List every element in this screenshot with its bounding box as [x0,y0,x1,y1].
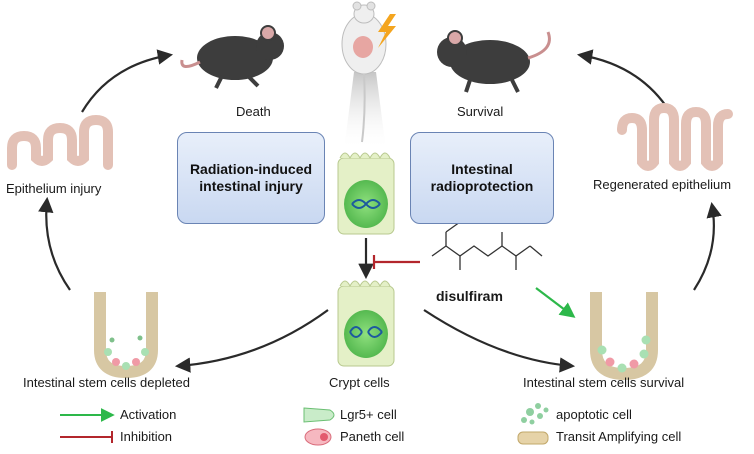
epithelium-injury-label: Epithelium injury [6,181,102,196]
regenerated-epithelium-label: Regenerated epithelium [593,177,732,192]
legend-apoptotic-label: apoptotic cell [556,407,632,422]
activation-arrow [535,287,576,318]
crypt-cells-label: Crypt cells [329,375,390,390]
molecule-icon [431,221,543,270]
irradiated-mouse [341,1,387,150]
paneth-cell-icon [304,428,332,446]
legend-transit-label: Transit Amplifying cell [556,429,682,444]
legend-activation-label: Activation [120,407,177,422]
legend-lgr5-label: Lgr5+ cell [340,407,397,422]
arrow-survival-to-regenerated [693,201,722,291]
crypt-cell [337,280,395,367]
box-left-line1: Radiation-induced [189,161,313,177]
transit-amplifying-cell-icon [517,431,549,445]
lgr5-cell-icon [303,407,335,423]
survival-label: Survival [457,104,504,119]
isc-survival-label: Intestinal stem cells survival [523,375,685,390]
arrow-crypt-to-survival [423,309,576,373]
inhibition-arrow [372,255,420,269]
arrow-regenerated-to-survival [576,49,671,113]
intestinal-cell [337,152,395,235]
lightning-icon [378,14,396,48]
box-right-line2: radioprotection [430,178,534,194]
arrow-injury-to-death [81,49,174,113]
apoptotic-cell-icon [521,403,549,425]
box-right-line1: Intestinal [451,161,513,177]
arrow-depleted-to-injury [38,196,71,291]
crypt-depleted [94,292,158,379]
death-label: Death [236,104,271,119]
cycle-arrows [38,49,722,373]
legend-inhibition-arrow [60,431,113,443]
dna-icon [349,326,383,338]
arrow-crypt-to-depleted [174,309,329,373]
injured-epithelium-icon [6,114,113,170]
crypt-survival [590,292,658,381]
isc-depleted-label: Intestinal stem cells depleted [23,375,190,390]
legend-inhibition-label: Inhibition [120,429,173,444]
legend-paneth-label: Paneth cell [340,429,405,444]
mouse-icon [180,25,284,89]
mouse-icon [437,30,551,93]
disulfiram-label: disulfiram [436,288,503,304]
box-left-line2: intestinal injury [199,178,303,194]
regenerated-epithelium-icon [617,102,733,171]
